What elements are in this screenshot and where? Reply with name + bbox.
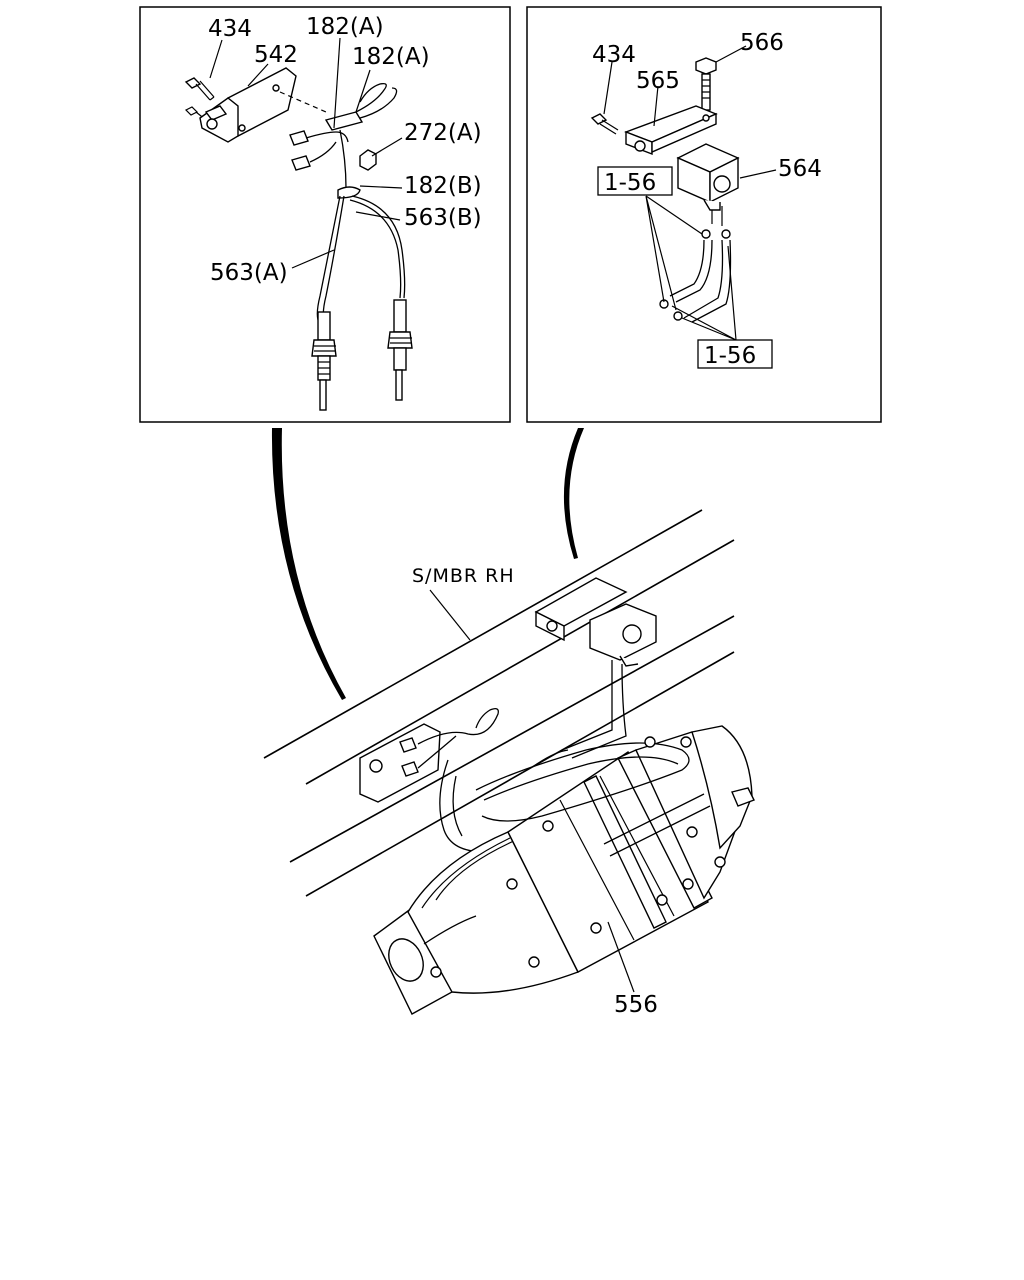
label-566: 566 (740, 30, 784, 56)
right-detail-panel: 434 566 565 564 1-56 1-56 (526, 6, 882, 423)
frame-label-smbr-rh: S/MBR RH (412, 565, 515, 587)
label-182a-right: 182(A) (352, 44, 430, 70)
pressure-sensor-564-icon (676, 143, 740, 226)
main-view: S/MBR RH 556 (263, 428, 755, 1018)
bracket-565-icon (624, 105, 718, 156)
bracket-542-icon (199, 67, 327, 143)
zoom-arc-left (271, 428, 346, 700)
reference-box-bottom (697, 339, 773, 369)
clip-182b-icon (337, 186, 361, 199)
sensor-cable-563b-icon (349, 195, 413, 401)
reference-1-56-bottom: 1-56 (704, 343, 756, 369)
sensor-cable-563a-icon (311, 195, 345, 411)
bolt-434-right-icon (590, 113, 619, 135)
left-leader-lines (209, 37, 403, 269)
label-182b: 182(B) (404, 173, 482, 199)
bolt-566-icon (695, 57, 717, 111)
sensor-bracket-on-frame (534, 577, 657, 667)
reference-box-top (597, 166, 673, 196)
bolt-434-icon (184, 77, 215, 121)
label-542: 542 (254, 42, 298, 68)
left-detail-panel: 434 542 182(A) 182(A) 272(A) 182(B) 563(… (139, 6, 511, 423)
label-556: 556 (614, 992, 658, 1018)
harness-connectors-icon (289, 82, 398, 189)
right-leader-lines (603, 45, 777, 341)
label-565: 565 (636, 68, 680, 94)
label-563a: 563(A) (210, 260, 288, 286)
reference-1-56-top: 1-56 (604, 170, 656, 196)
label-434-right: 434 (592, 42, 636, 68)
side-member-frame (263, 509, 735, 897)
label-434: 434 (208, 16, 252, 42)
label-272a: 272(A) (404, 120, 482, 146)
label-182a-top: 182(A) (306, 14, 384, 40)
dpf-converter-556-icon (373, 660, 755, 1015)
harness-bracket-on-frame (359, 708, 505, 853)
label-564: 564 (778, 156, 822, 182)
nut-272a-icon (359, 149, 377, 171)
label-563b: 563(B) (404, 205, 482, 231)
leader-556 (607, 921, 635, 993)
zoom-arc-right (563, 428, 584, 559)
